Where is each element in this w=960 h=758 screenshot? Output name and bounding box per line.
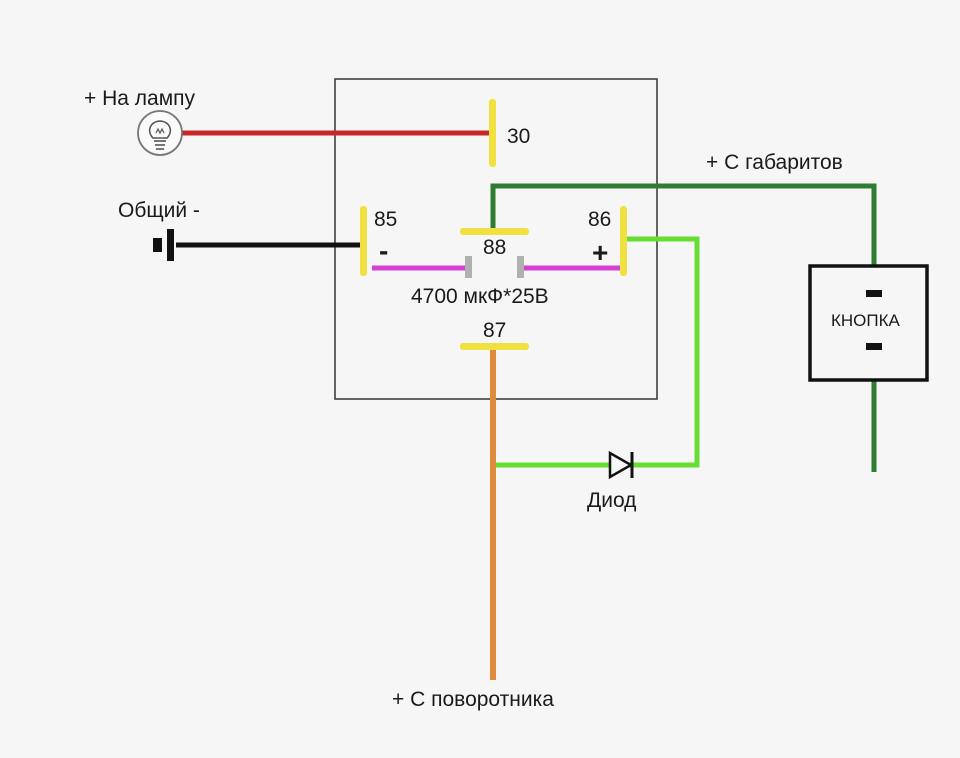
minus-sign: - [379, 235, 388, 266]
pin-87-label: 87 [483, 319, 506, 342]
button-contact-top [866, 290, 882, 297]
button-label: КНОПКА [831, 311, 901, 330]
button-box [808, 264, 929, 382]
capacitor-label: 4700 мкФ*25В [411, 285, 549, 308]
capacitor-plate-right [517, 256, 524, 278]
plus-sign: + [592, 237, 608, 268]
light-bulb-icon [137, 110, 183, 156]
diode-label: Диод [587, 489, 636, 512]
pin-88-label: 88 [483, 236, 506, 259]
button-contact-bottom [866, 343, 882, 350]
terminal-88 [460, 228, 529, 235]
common-label: Общий - [118, 199, 200, 222]
pin-85-label: 85 [374, 208, 397, 231]
parking-label: + С габаритов [706, 151, 843, 174]
button-switch [808, 264, 929, 382]
parking-wire [490, 183, 877, 292]
diode-symbol-icon [608, 450, 634, 480]
terminal-87 [460, 343, 529, 350]
terminal-30 [489, 99, 496, 167]
terminal-86 [620, 206, 627, 276]
capacitor-plate-left [465, 256, 472, 278]
turn-signal-label: + С поворотника [392, 688, 554, 711]
terminal-85 [360, 206, 367, 276]
ground-terminal-icon [153, 229, 174, 261]
pin-30-label: 30 [507, 125, 530, 148]
diode-wire [493, 236, 700, 468]
lamp-label: + На лампу [84, 87, 196, 110]
pin-86-label: 86 [588, 208, 611, 231]
capacitor [372, 256, 620, 278]
